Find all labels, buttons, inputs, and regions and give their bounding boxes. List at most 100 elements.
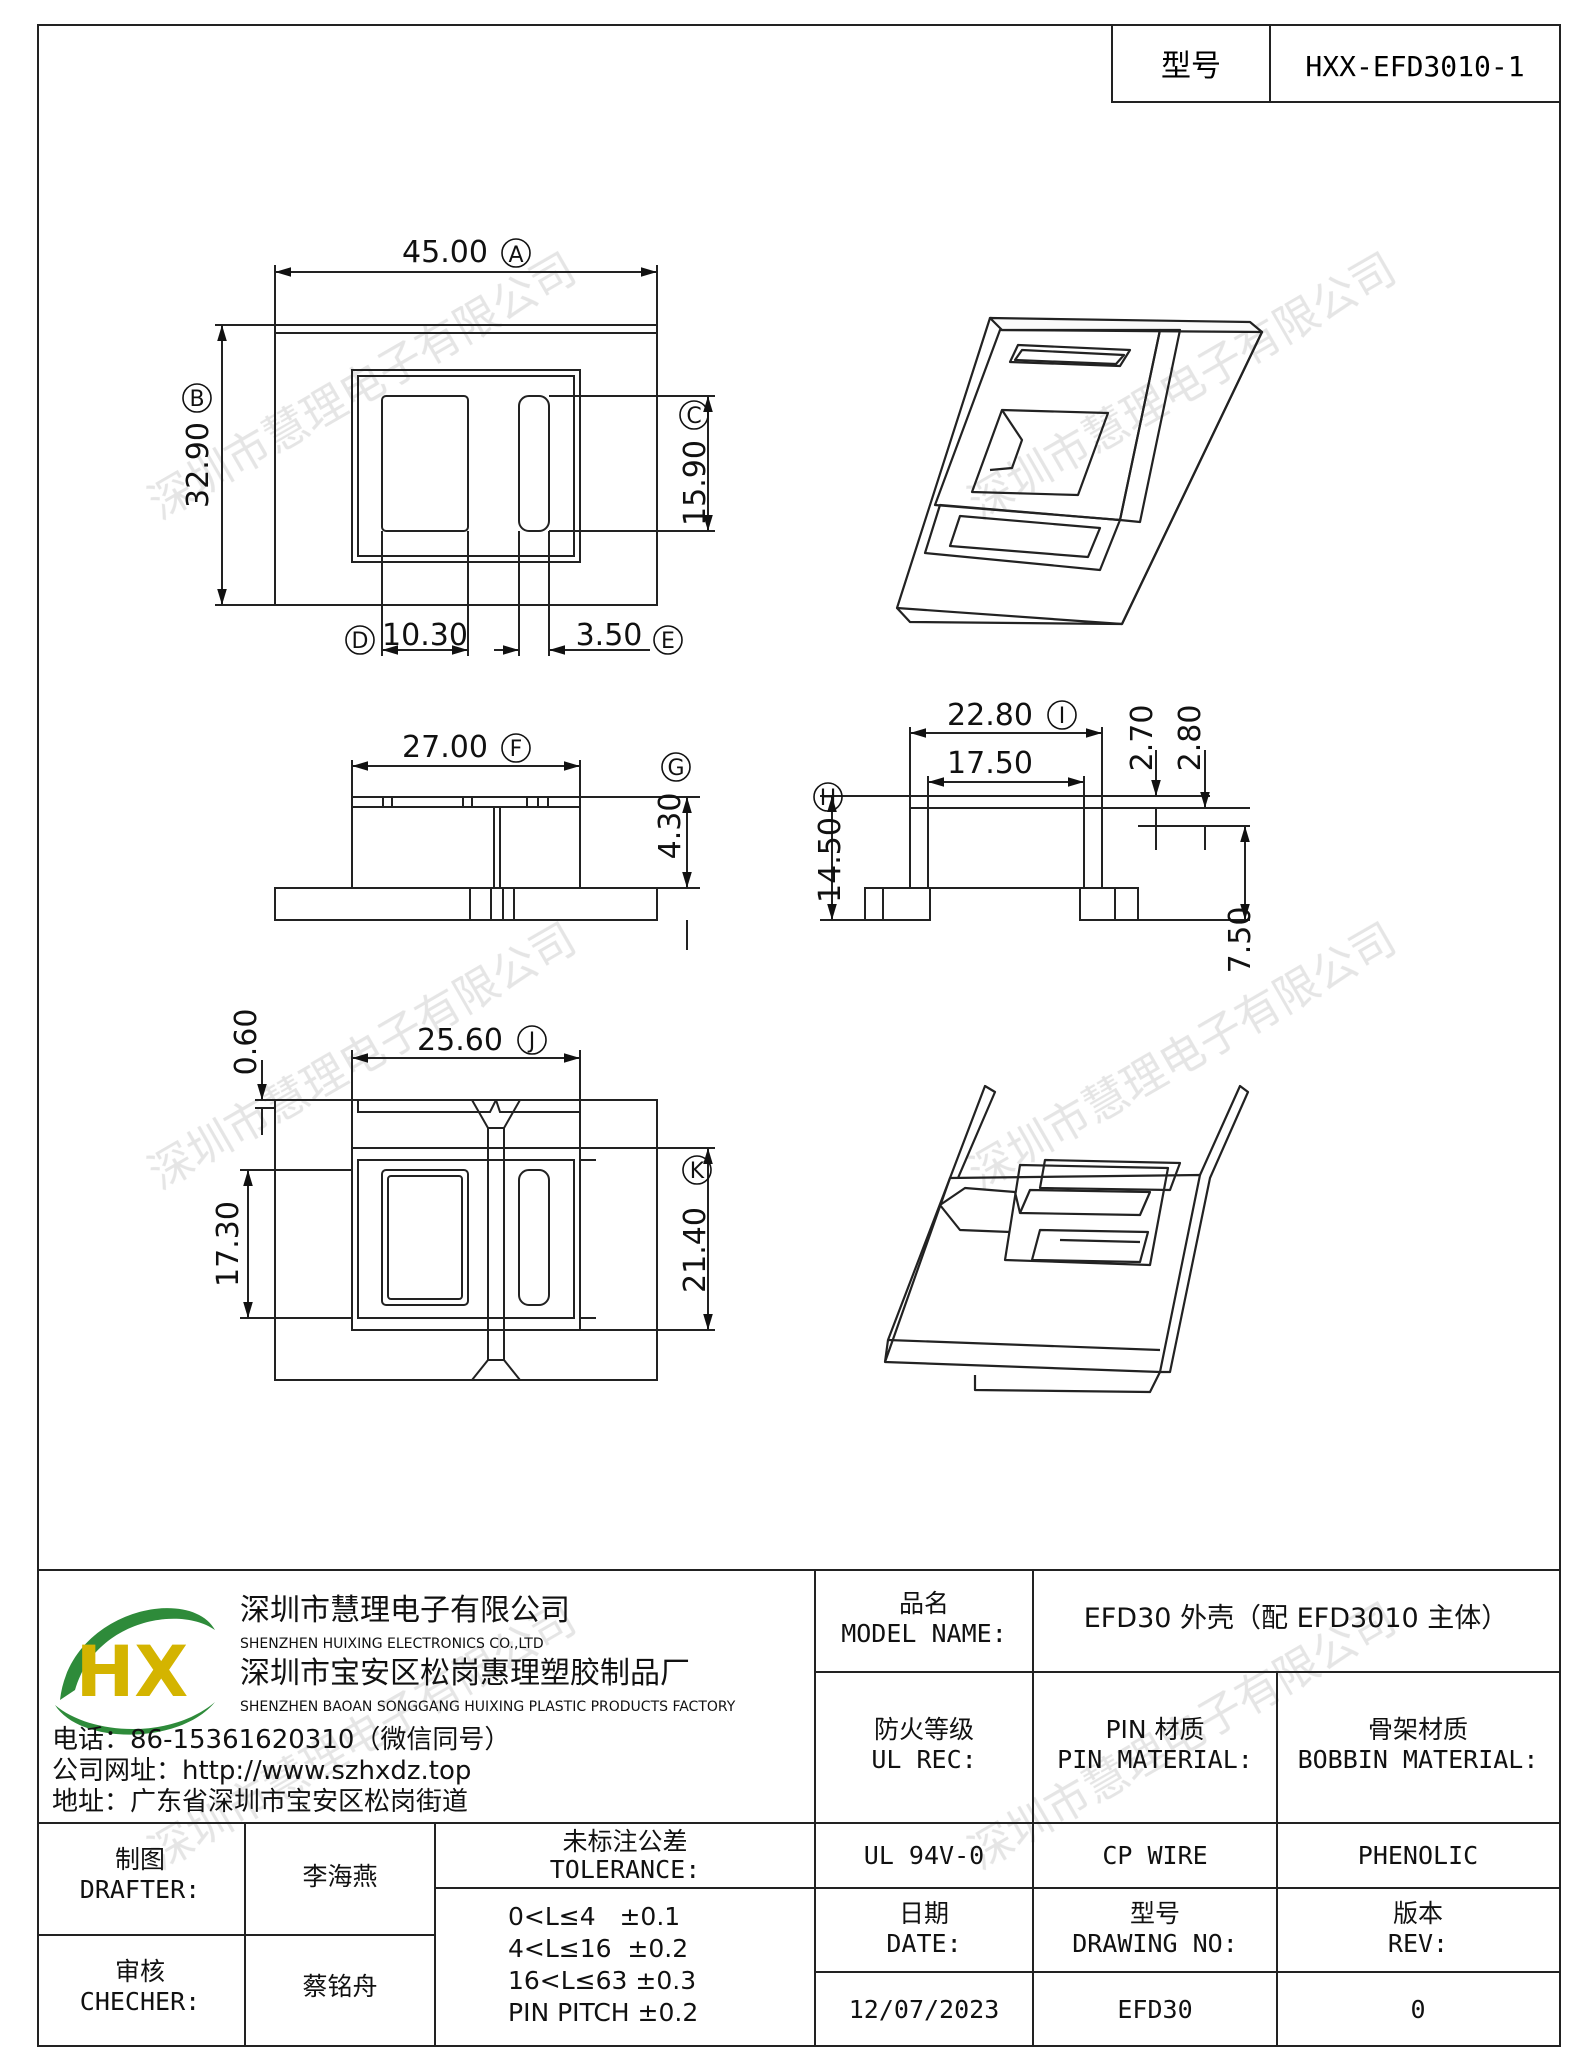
bobbin-label-en: BOBBIN MATERIAL: (1298, 1745, 1539, 1774)
bobbin-value: PHENOLIC (1358, 1841, 1478, 1870)
company-phone: 电话：86-15361620310（微信同号） (52, 1725, 510, 1755)
top-view-plate (274, 324, 658, 606)
dim-k-value: 21.40 (678, 1207, 713, 1293)
dim-c-letter: C (686, 404, 701, 429)
model-name-value: EFD30 外壳（配 EFD3010 主体） (1084, 1603, 1509, 1634)
drawing-label-cn: 型号 (1130, 1899, 1180, 1928)
dim-g-value: 4.30 (653, 793, 688, 860)
bottom-view-labels: 25.60 J 0.60 17.30 K 21.40 (211, 1009, 713, 1293)
side-view-foot-right (1079, 887, 1139, 921)
top-view-window-slot (518, 395, 550, 532)
watermark-layer: 深圳市慧理电子有限公司 深圳市慧理电子有限公司 深圳市慧理电子有限公司 深圳市慧… (140, 243, 1405, 1879)
model-name-label-cn: 品名 (899, 1589, 949, 1618)
dim-d-letter: D (352, 629, 369, 654)
factory-name-en: SHENZHEN BAOAN SONGGANG HUIXING PLASTIC … (240, 1699, 736, 1715)
date-value: 12/07/2023 (849, 1995, 1000, 2024)
ul-value: UL 94V-0 (864, 1841, 984, 1870)
factory-name-cn: 深圳市宝安区松岗惠理塑胶制品厂 (240, 1656, 690, 1691)
front-view-labels: 27.00 F G 4.30 (402, 730, 691, 860)
dim-c-value: 15.90 (678, 440, 713, 526)
title-block-text: 品名 MODEL NAME: EFD30 外壳（配 EFD3010 主体） 防火… (80, 1589, 1539, 2024)
dim-t2-value: 2.80 (1173, 705, 1208, 772)
header-model-value: HXX-EFD3010-1 (1305, 50, 1524, 83)
logo-text: HX (76, 1631, 189, 1713)
isometric-view-bottom (883, 1084, 1250, 1394)
bottom-view-window-slot (518, 1169, 550, 1306)
dim-h-letter: H (820, 786, 837, 811)
drawing-label-en: DRAWING NO: (1072, 1929, 1238, 1958)
dim-b-value: 32.90 (181, 422, 216, 508)
dim-b-letter: B (189, 387, 204, 412)
checker-value: 蔡铭舟 (302, 1972, 377, 2001)
tolerance-label-cn: 未标注公差 (562, 1827, 687, 1856)
top-view-frame-inner (357, 375, 575, 557)
top-view-labels: 45.00 A 32.90 B 15.90 C D 10.30 3.50 E (181, 235, 713, 655)
dim-i-value: 22.80 (947, 698, 1033, 733)
header-model-box: 型号 HXX-EFD3010-1 (1111, 24, 1561, 103)
bottom-view-frame-inner (357, 1159, 575, 1319)
drafter-value: 李海燕 (302, 1862, 377, 1891)
tolerance-item: PIN PITCH ±0.2 (508, 1998, 698, 2027)
date-label-cn: 日期 (899, 1899, 949, 1928)
company-info: 深圳市慧理电子有限公司 SHENZHEN HUIXING ELECTRONICS… (52, 1593, 736, 1817)
dim-a-value: 45.00 (402, 235, 488, 270)
watermark-text: 深圳市慧理电子有限公司 (140, 913, 585, 1199)
tolerance-list: 0<L≤4 ±0.1 4<L≤16 ±0.2 16<L≤63 ±0.3 PIN … (508, 1902, 698, 2027)
dim-i-inner-value: 17.50 (947, 746, 1033, 781)
side-view-foot-left (864, 887, 931, 921)
top-view-window-left (381, 395, 469, 532)
checker-label-cn: 审核 (115, 1957, 165, 1986)
dim-t1-value: 2.70 (1125, 705, 1160, 772)
bottom-view-plate (274, 1099, 658, 1381)
dim-f-letter: F (510, 737, 523, 762)
checker-label-en: CHECHER: (80, 1987, 200, 2016)
sheet-border (37, 24, 1561, 2047)
model-name-label-en: MODEL NAME: (841, 1619, 1007, 1648)
date-label-en: DATE: (886, 1929, 961, 1958)
bottom-view-window-inner (387, 1175, 463, 1300)
rev-label-cn: 版本 (1393, 1899, 1443, 1928)
dim-k-letter: K (690, 1159, 705, 1184)
top-view (215, 265, 715, 656)
tolerance-item: 4<L≤16 ±0.2 (508, 1934, 688, 1963)
company-logo: HX (55, 1608, 215, 1735)
pin-label-en: PIN MATERIAL: (1057, 1745, 1253, 1774)
tolerance-item: 0<L≤4 ±0.1 (508, 1902, 680, 1931)
rev-value: 0 (1410, 1995, 1425, 2024)
company-name-en: SHENZHEN HUIXING ELECTRONICS CO.,LTD (240, 1636, 544, 1652)
drafter-label-en: DRAFTER: (80, 1875, 200, 1904)
dim-j-value: 25.60 (417, 1023, 503, 1058)
dim-h-value: 14.50 (813, 817, 848, 903)
front-view-base (274, 887, 658, 921)
dim-j-letter: J (527, 1029, 536, 1054)
side-view-labels: 22.80 I 17.50 H 14.50 2.70 2.80 7.50 (813, 698, 1258, 973)
isometric-view-top (895, 316, 1264, 626)
dim-j-top-value: 0.60 (229, 1009, 264, 1076)
dim-g-letter: G (667, 756, 684, 781)
front-view-body (351, 796, 581, 889)
pin-label-cn: PIN 材质 (1105, 1715, 1204, 1744)
bottom-view-window-left (381, 1169, 469, 1306)
dim-e-letter: E (661, 629, 675, 654)
watermark-text: 深圳市慧理电子有限公司 (960, 913, 1405, 1199)
dim-f-value: 27.00 (402, 730, 488, 765)
company-website: 公司网址：http://www.szhxdz.top (52, 1756, 471, 1786)
company-address: 地址：广东省深圳市宝安区松岗街道 (52, 1787, 468, 1817)
dim-i-letter: I (1059, 704, 1066, 729)
pin-value: CP WIRE (1102, 1841, 1207, 1870)
bottom-view-frame (351, 1147, 581, 1331)
ul-label-cn: 防火等级 (874, 1715, 974, 1744)
side-view-body (909, 795, 1103, 889)
dim-l-value: 17.30 (211, 1201, 246, 1287)
watermark-text: 深圳市慧理电子有限公司 (960, 243, 1405, 529)
ul-label-en: UL REC: (871, 1745, 976, 1774)
rev-label-en: REV: (1388, 1929, 1448, 1958)
drawing-value: EFD30 (1117, 1995, 1192, 2024)
top-view-frame (351, 369, 581, 563)
title-block (38, 1569, 1560, 2046)
dim-h2-value: 7.50 (1223, 907, 1258, 974)
front-view (274, 760, 700, 950)
tolerance-label-en: TOLERANCE: (550, 1855, 701, 1884)
company-name-cn: 深圳市慧理电子有限公司 (240, 1593, 570, 1628)
